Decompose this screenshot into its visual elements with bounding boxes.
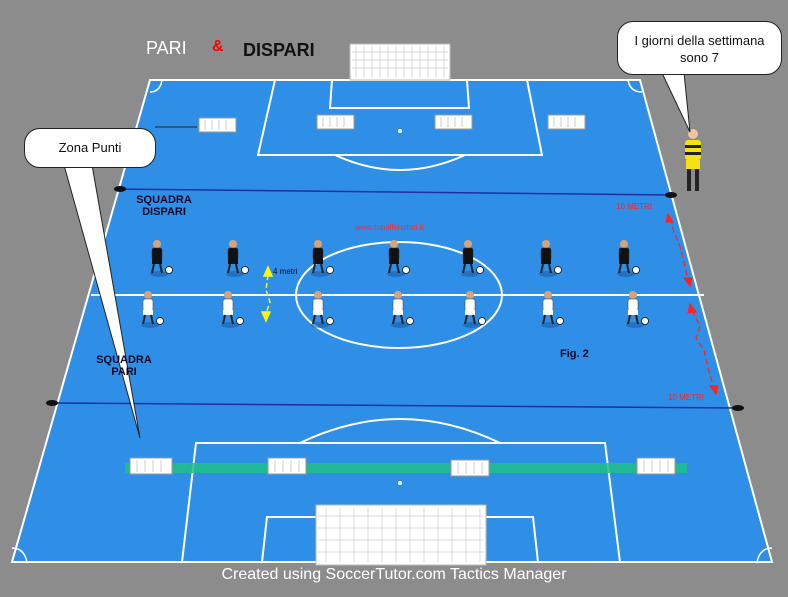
referee-figure	[685, 129, 701, 191]
player-pari	[626, 291, 649, 328]
player-dispari	[461, 240, 484, 277]
ball	[241, 266, 249, 274]
pari-boundary-line	[51, 402, 739, 409]
player-dispari	[617, 240, 640, 277]
ball	[554, 266, 562, 274]
title-ampersand: &	[212, 38, 224, 55]
title-pari: PARI	[146, 38, 187, 58]
ball	[326, 317, 334, 325]
mini-goal	[450, 459, 490, 477]
ball	[641, 317, 649, 325]
squadra-pari-label: SQUADRA PARI	[84, 354, 164, 378]
giorni-bubble: I giorni della settimana sono 7	[617, 21, 782, 75]
top-goal	[349, 43, 451, 81]
cone-marker	[665, 192, 677, 198]
squadra-pari-line-2: PARI	[111, 366, 137, 378]
footer-credit: Created using SoccerTutor.com Tactics Ma…	[221, 566, 567, 583]
ten-metri-bottom-label: 10 METRI	[668, 393, 705, 402]
giorni-line-2: sono 7	[679, 50, 720, 65]
cone-marker	[46, 400, 58, 406]
player-dispari	[387, 240, 410, 277]
cone-marker	[114, 186, 126, 192]
ball	[165, 266, 173, 274]
player-dispari	[311, 240, 334, 277]
player-dispari	[539, 240, 562, 277]
player-pari	[141, 291, 164, 328]
ball	[478, 317, 486, 325]
four-metri-label: 4 metri	[273, 267, 298, 276]
top-goal-area	[328, 79, 471, 109]
title-dispari: DISPARI	[243, 40, 315, 60]
player-pari	[391, 291, 414, 328]
giorni-line-1: I giorni della settimana	[634, 33, 765, 48]
mini-goal	[434, 114, 473, 130]
players-group	[141, 240, 649, 328]
figure-label: Fig. 2	[560, 348, 589, 360]
bottom-penalty-arc	[299, 418, 501, 444]
mini-goal	[547, 114, 586, 130]
player-dispari	[226, 240, 249, 277]
player-pari	[463, 291, 486, 328]
bottom-penalty-area	[181, 442, 621, 563]
ten-metri-top-label: 10 METRI	[616, 202, 653, 211]
ball	[556, 317, 564, 325]
ball	[406, 317, 414, 325]
bottom-goal	[315, 504, 487, 566]
player-dispari	[150, 240, 173, 277]
player-pari	[221, 291, 244, 328]
distance-arrow-bottom	[687, 302, 719, 396]
dispari-boundary-line	[119, 188, 672, 196]
squadra-dispari-line-1: SQUADRA	[136, 194, 192, 206]
top-penalty-area	[256, 79, 544, 156]
squadra-pari-line-1: SQUADRA	[96, 354, 152, 366]
squadra-dispari-line-2: DISPARI	[142, 206, 186, 218]
mini-goal	[636, 457, 676, 475]
ball	[402, 266, 410, 274]
points-zone-band	[125, 463, 687, 473]
distance-arrow-top	[665, 212, 693, 288]
giorni-bubble-tail	[661, 72, 691, 133]
mini-goal	[316, 114, 355, 130]
center-circle	[295, 241, 503, 349]
ball	[632, 266, 640, 274]
top-penalty-arc	[334, 154, 466, 171]
pitch	[10, 79, 774, 563]
zona-punti-bubble: Zona Punti	[24, 128, 156, 168]
player-pari	[541, 291, 564, 328]
website-label: www.topallenatori.it	[355, 223, 424, 232]
mini-goal	[267, 457, 307, 475]
ball	[236, 317, 244, 325]
cone-marker	[732, 405, 744, 411]
ball	[476, 266, 484, 274]
ball	[326, 266, 334, 274]
ball	[156, 317, 164, 325]
mini-goal	[129, 457, 173, 475]
squadra-dispari-label: SQUADRA DISPARI	[124, 194, 204, 218]
mini-goal	[198, 117, 237, 133]
player-pari	[311, 291, 334, 328]
four-metri-arrow	[260, 265, 274, 323]
